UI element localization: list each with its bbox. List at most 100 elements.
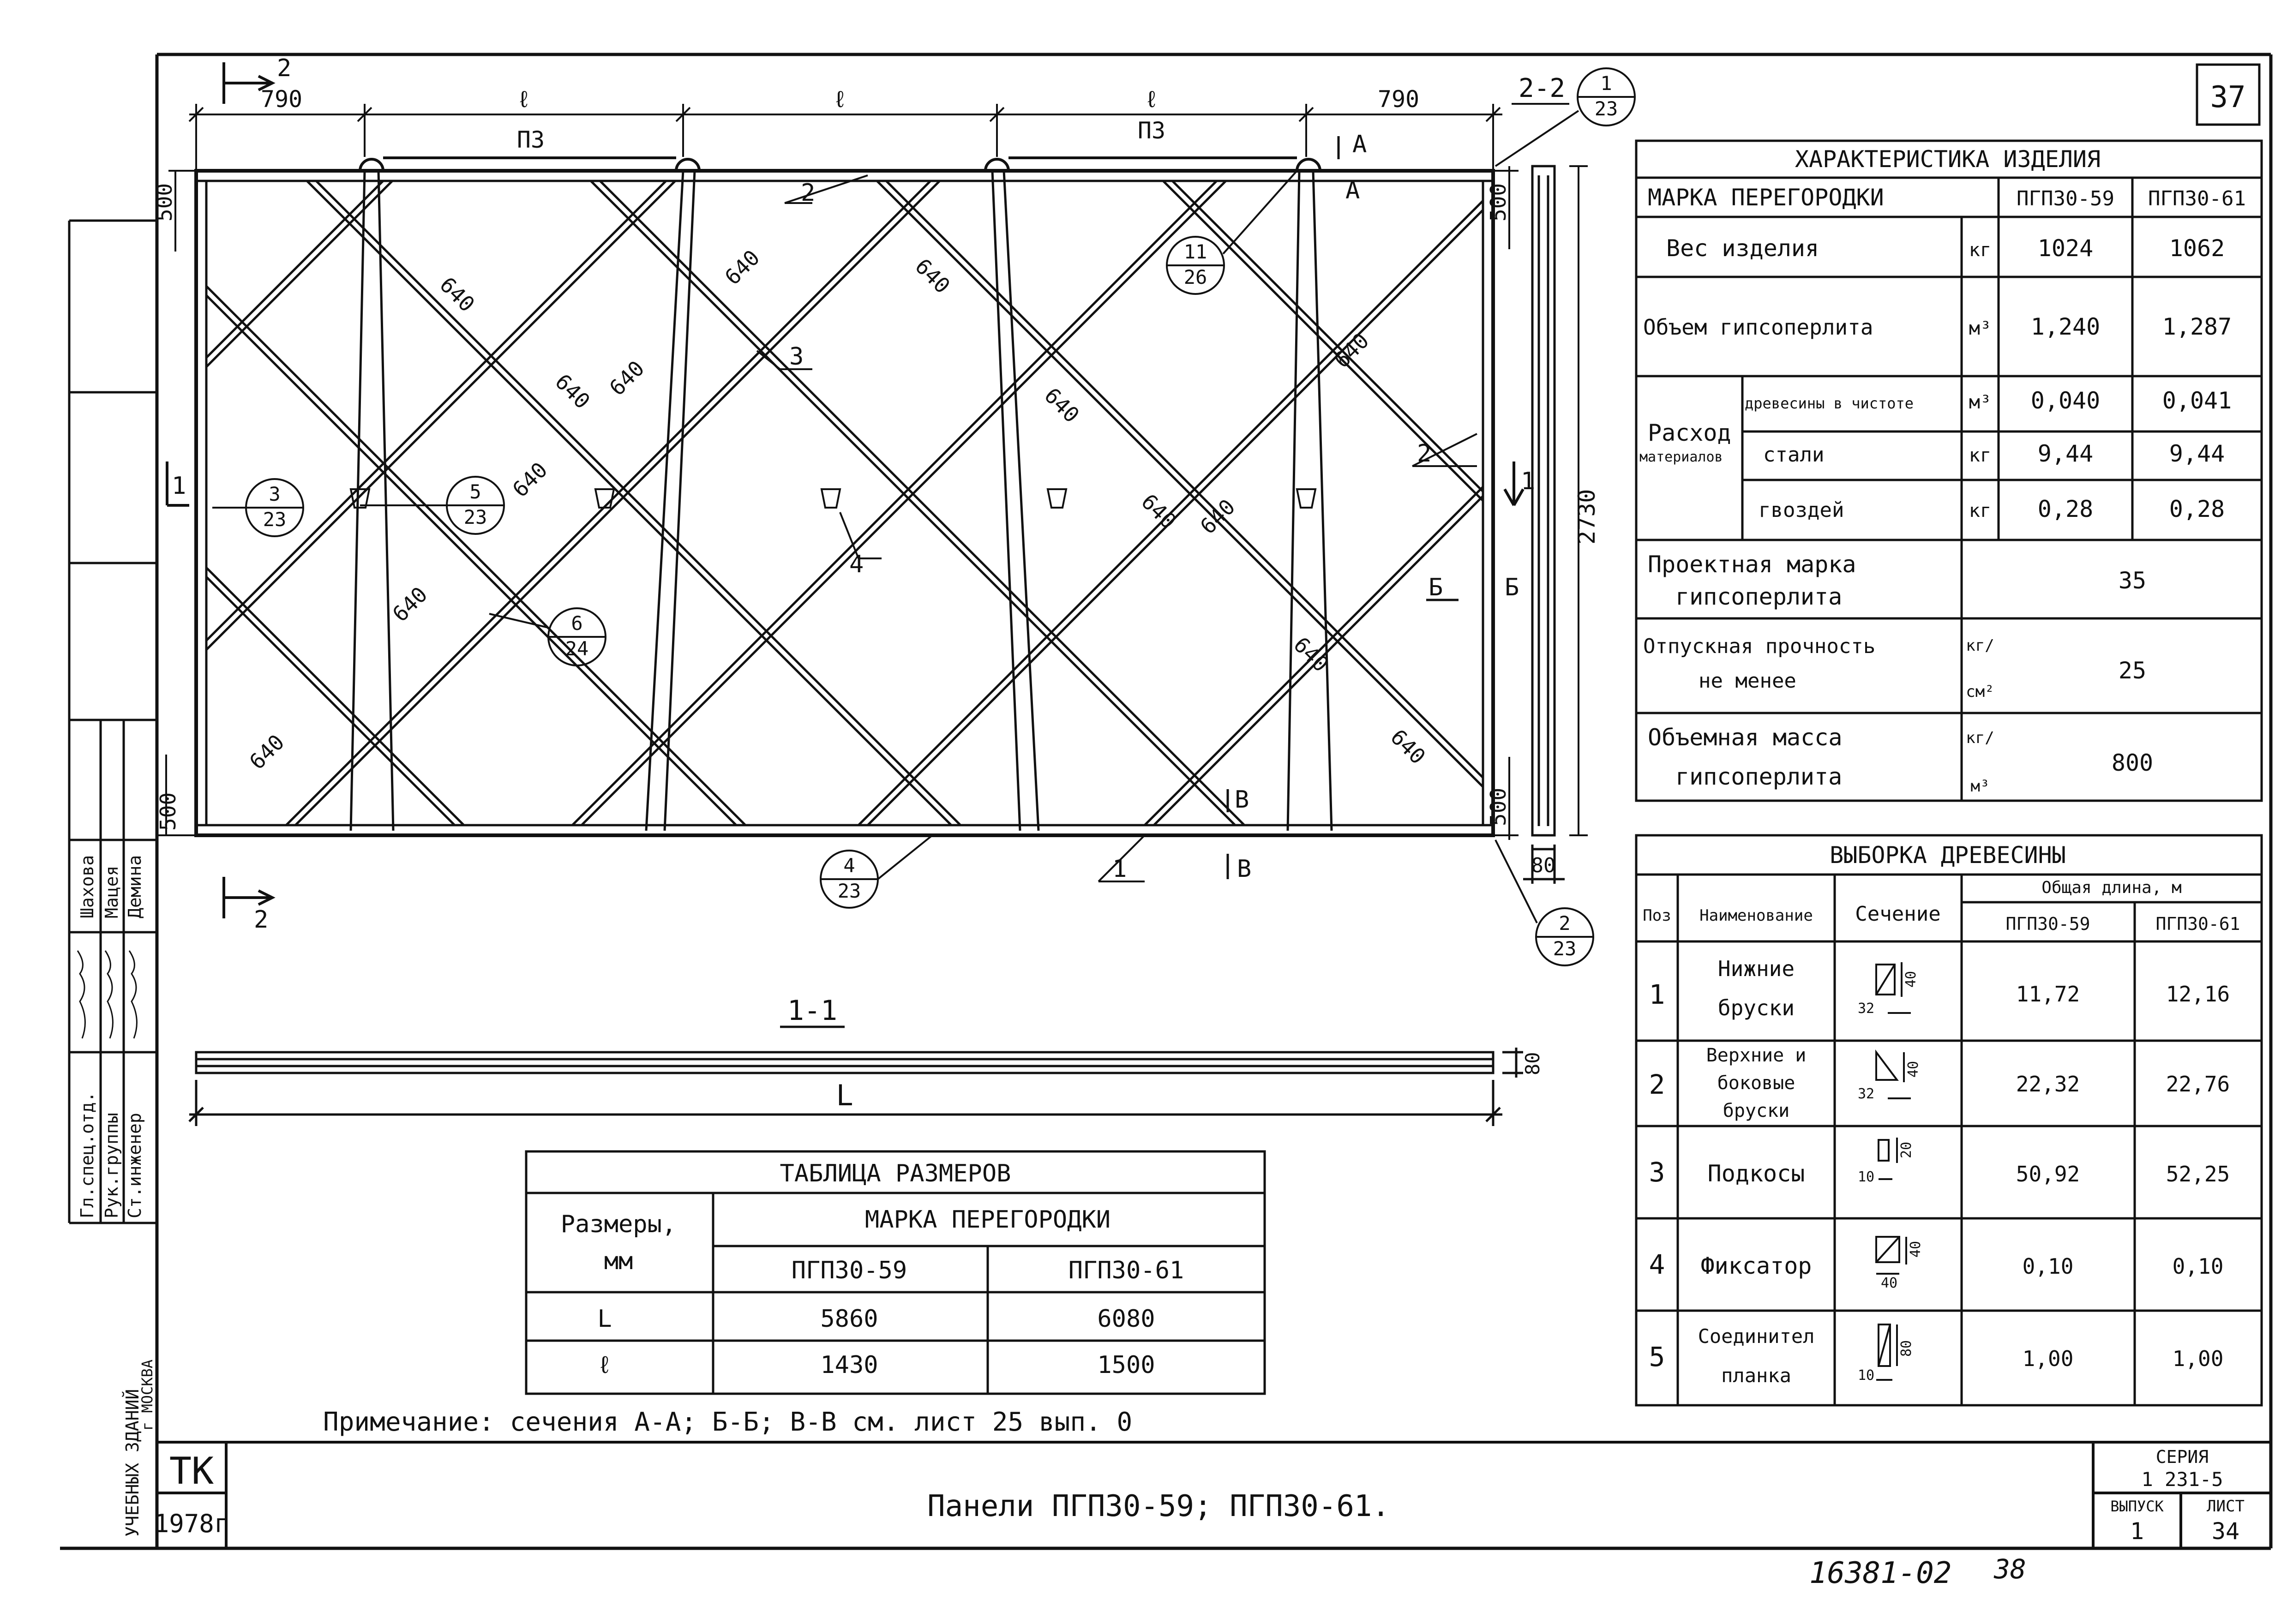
section-1-1: 1-1 L 80 <box>188 995 1544 1126</box>
char-design-label-1: Проектная марка <box>1648 551 1856 578</box>
char-volume-unit: м³ <box>1969 318 1991 339</box>
char-wood-label: древесины в чистоте <box>1745 395 1914 412</box>
callout-3-num: 3 <box>269 483 280 505</box>
stamp-name-1: Шахова <box>77 855 97 918</box>
section-2-2-thickness: 80 <box>1531 854 1556 877</box>
char-strength-unit-2: см² <box>1966 683 1994 701</box>
left-stamp: Гл.спец.отд. Рук.группы Ст.инженер Шахов… <box>68 219 157 1537</box>
char-wood-val-1: 0,040 <box>2031 387 2101 414</box>
size-table-mark-header: МАРКА ПЕРЕГОРОДКИ <box>865 1206 1110 1234</box>
dim-right-bottom: 500 <box>1486 788 1511 826</box>
section-2-2: 80 2-2 <box>1512 73 1569 884</box>
char-nails-unit: кг <box>1969 500 1991 521</box>
brace-length-13: 640 <box>1329 328 1374 373</box>
char-mark-1: ПГП30-59 <box>2017 187 2114 210</box>
size-table-title: ТАБЛИЦА РАЗМЕРОВ <box>780 1160 1011 1187</box>
title-page: 34 <box>2212 1518 2239 1545</box>
size-table-row-2-label: ℓ <box>597 1351 612 1379</box>
char-strength-unit-1: кг/ <box>1966 636 1994 655</box>
stamp-org-line-1: УЧЕБНЫХ ЗДАНИЙ <box>122 1389 143 1537</box>
brace-length-10: 640 <box>388 582 432 627</box>
timber-row-1-name-1: Нижние <box>1718 956 1795 981</box>
timber-row-4-pos: 4 <box>1649 1249 1665 1280</box>
stamp-org-line-2: г МОСКВА <box>138 1360 156 1431</box>
char-consumption-label-2: материалов <box>1639 449 1723 465</box>
panel-elevation: 640 640 640 640 640 640 640 640 640 640 … <box>152 54 1636 966</box>
stamp-role-2: Рук.группы <box>102 1113 122 1218</box>
brace-length-6: 640 <box>1039 383 1084 428</box>
position-mark-1: 1 <box>1112 855 1127 883</box>
dim-right-top: 500 <box>1486 183 1511 222</box>
timber-col-pos: Поз <box>1643 906 1671 925</box>
dim-left-bottom: 500 <box>156 792 180 831</box>
char-strength-label-2: не менее <box>1699 669 1796 693</box>
timber-row-4-sec-h: 40 <box>1908 1241 1924 1258</box>
brace-length-labels: 640 640 640 640 640 640 640 640 640 640 … <box>245 245 1431 774</box>
section-1-1-length: L <box>836 1079 853 1112</box>
timber-row-2-pos: 2 <box>1649 1069 1665 1100</box>
callout-6-sheet: 23 <box>838 880 861 902</box>
char-weight-val-1: 1024 <box>2038 235 2093 262</box>
dim-top-2: ℓ <box>517 86 531 113</box>
timber-row-1-sec-w: 32 <box>1858 1001 1874 1017</box>
sheet-frame <box>60 53 2273 1550</box>
timber-row-2-name-3: бруски <box>1723 1100 1790 1121</box>
section-1-1-label: 1-1 <box>787 995 837 1027</box>
char-design-value: 35 <box>2119 567 2146 594</box>
char-density-label-1: Объемная масса <box>1648 724 1842 751</box>
timber-col-total: Общая длина, м <box>2041 878 2181 897</box>
size-table-row-header-1: Размеры, <box>561 1211 676 1238</box>
position-mark-2-b: 2 <box>1417 440 1431 467</box>
timber-row-3-val-1: 50,92 <box>2016 1162 2080 1187</box>
top-dimension-line: 790 ℓ ℓ ℓ 790 П3 П3 <box>188 86 1502 171</box>
timber-row-3-name-1: Подкосы <box>1708 1160 1805 1187</box>
note: Примечание: сечения А-А; Б-Б; В-В см. ли… <box>323 1407 1132 1437</box>
dim-left-top: 500 <box>152 183 177 222</box>
position-leaders <box>756 174 1477 882</box>
size-table-row-1-val-2: 6080 <box>1097 1305 1155 1333</box>
callout-1-num: 1 <box>1600 72 1612 95</box>
cut-label-v-2: В <box>1237 855 1251 883</box>
char-steel-val-1: 9,44 <box>2038 440 2093 467</box>
stamp-name-3: Демина <box>125 855 145 918</box>
char-strength-value: 25 <box>2119 657 2146 684</box>
section-cut-markers <box>166 62 1525 918</box>
char-steel-unit: кг <box>1969 445 1991 466</box>
dim-top-4: ℓ <box>1145 86 1159 113</box>
char-density-unit-1: кг/ <box>1966 729 1994 747</box>
timber-row-2-val-2: 22,76 <box>2166 1072 2230 1097</box>
brace-length-5: 640 <box>910 254 955 299</box>
char-steel-val-2: 9,44 <box>2169 440 2225 467</box>
timber-row-5-val-1: 1,00 <box>2023 1346 2074 1371</box>
char-mark-2: ПГП30-61 <box>2148 187 2246 210</box>
timber-row-1-val-1: 11,72 <box>2016 982 2080 1007</box>
stamp-name-2: Мацея <box>102 866 122 918</box>
timber-row-2-sec-w: 32 <box>1858 1086 1874 1102</box>
section-mark-1-left: 1 <box>172 472 186 500</box>
right-vertical-dims: 500 500 2730 <box>1486 165 1600 840</box>
brace-length-9: 640 <box>1195 494 1240 539</box>
timber-col-name: Наименование <box>1699 906 1813 925</box>
char-mark-label: МАРКА ПЕРЕГОРОДКИ <box>1648 184 1884 211</box>
char-consumption-label-1: Расход <box>1648 419 1731 446</box>
timber-row-5-sec-w: 10 <box>1858 1367 1874 1384</box>
section-mark-1-right: 1 <box>1521 467 1535 495</box>
cut-label-a-1: А <box>1352 131 1367 158</box>
char-density-label-2: гипсоперлита <box>1675 763 1842 790</box>
dim-top-5: 790 <box>1378 86 1419 113</box>
callout-2-num: 11 <box>1184 240 1207 263</box>
brace-length-8: 640 <box>1136 489 1181 534</box>
brace-length-3: 640 <box>720 245 765 290</box>
size-table-mark-1: ПГП30-59 <box>792 1257 907 1284</box>
char-nails-val-2: 0,28 <box>2169 496 2225 522</box>
archive-number: 16381-02 <box>1809 1556 1951 1590</box>
timber-row-2-name-2: боковые <box>1717 1073 1795 1094</box>
timber-mark-1: ПГП30-59 <box>2005 914 2090 934</box>
char-title: ХАРАКТЕРИСТИКА ИЗДЕЛИЯ <box>1795 146 2101 173</box>
stamp-role-3: Ст.инженер <box>125 1113 145 1218</box>
char-wood-val-2: 0,041 <box>2162 387 2232 414</box>
timber-section-sketches <box>1875 962 1911 1381</box>
lifting-span-2: П3 <box>1138 117 1165 144</box>
timber-row-3-sec-w: 10 <box>1858 1169 1874 1185</box>
char-volume-label: Объем гипсоперлита <box>1643 315 1873 340</box>
